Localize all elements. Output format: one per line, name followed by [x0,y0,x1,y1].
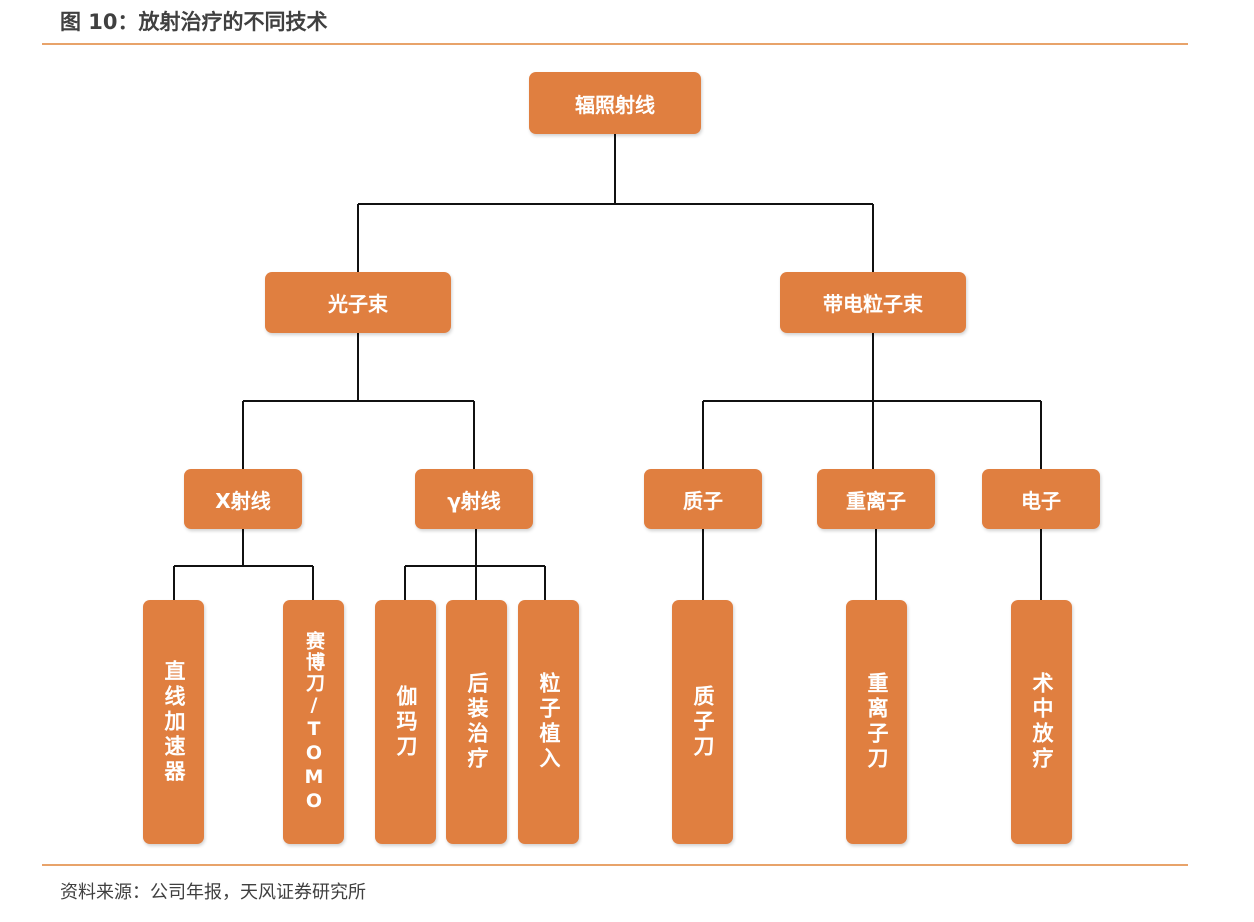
leaf-heavy-ion-knife: 重离子刀 [846,600,907,844]
node-electron: 电子 [982,469,1100,529]
node-xray: X射线 [184,469,302,529]
leaf-gamma-knife: 伽玛刀 [375,600,436,844]
node-heavy-ion: 重离子 [817,469,935,529]
bottom-divider [42,864,1188,866]
node-charged-particle-beam: 带电粒子束 [780,272,966,333]
leaf-afterloading-therapy: 后装治疗 [446,600,507,844]
node-root-radiation: 辐照射线 [529,72,701,134]
node-photon-beam: 光子束 [265,272,451,333]
leaf-cyberknife-tomo: 赛博刀/TOMO [283,600,344,844]
leaf-proton-knife: 质子刀 [672,600,733,844]
leaf-seed-implantation: 粒子植入 [518,600,579,844]
node-gamma-ray: γ射线 [415,469,533,529]
leaf-intraoperative-radiotherapy: 术中放疗 [1011,600,1072,844]
figure-title: 图 10：放射治疗的不同技术 [60,10,328,34]
leaf-linear-accelerator: 直线加速器 [143,600,204,844]
source-note: 资料来源：公司年报，天风证券研究所 [60,882,366,903]
node-proton: 质子 [644,469,762,529]
top-divider [42,43,1188,45]
